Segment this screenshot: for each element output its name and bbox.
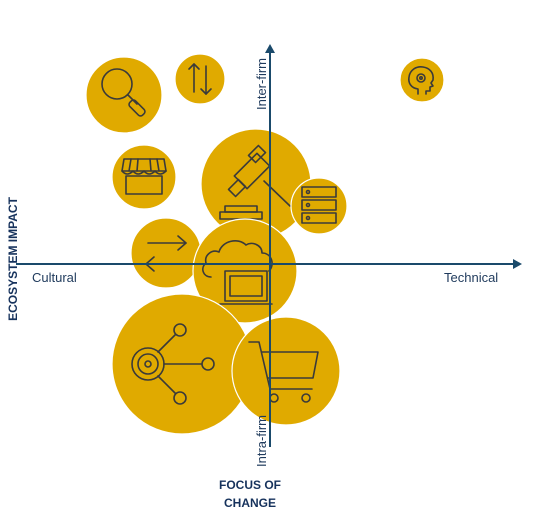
horizontal-axis-title-line2: CHANGE	[224, 496, 276, 510]
storefront-icon	[121, 158, 167, 195]
top-axis-label: Inter-firm	[254, 58, 269, 110]
bubble-exchange	[130, 217, 202, 289]
vertical-axis	[265, 44, 275, 447]
bubble-shopping-cart	[231, 316, 341, 426]
bubble-magnifier	[85, 56, 163, 134]
horizontal-axis	[16, 259, 522, 269]
gavel-icon	[219, 144, 291, 220]
head-gear-icon	[408, 66, 434, 95]
bottom-axis-label: Intra-firm	[254, 415, 269, 467]
bubble-storefront	[111, 144, 177, 210]
network-hub-icon	[131, 323, 215, 405]
bubble-gavel	[200, 128, 312, 240]
bubble-up-down	[174, 53, 226, 105]
up-down-arrows-icon	[188, 63, 212, 95]
shopping-cart-icon	[248, 341, 319, 403]
left-axis-label: Cultural	[32, 270, 77, 285]
bubble-head-gear	[399, 57, 445, 103]
vertical-axis-title: ECOSYSTEM IMPACT	[6, 196, 20, 320]
right-axis-label: Technical	[444, 270, 498, 285]
magnifier-icon	[101, 68, 146, 117]
bubble-network-hub	[111, 293, 253, 435]
bubble-server	[290, 177, 348, 235]
server-icon	[301, 186, 337, 224]
horizontal-axis-title-line1: FOCUS OF	[219, 478, 281, 492]
